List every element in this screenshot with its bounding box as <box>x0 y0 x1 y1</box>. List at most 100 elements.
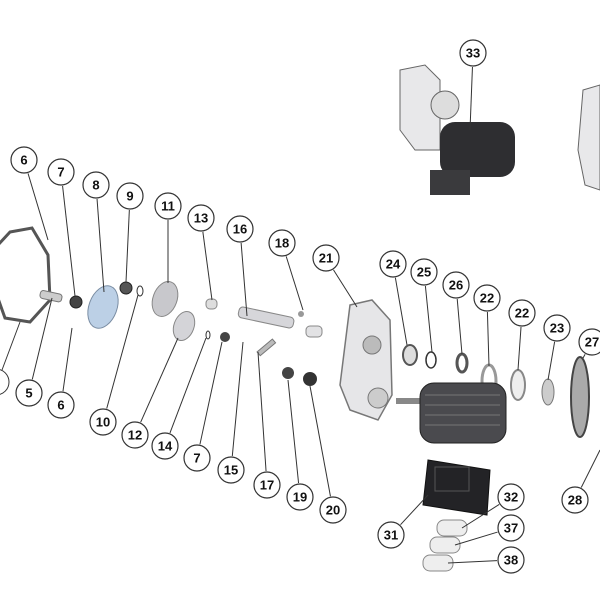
leader-line <box>333 269 358 308</box>
callout-13: 13 <box>187 204 215 232</box>
callout-number: 27 <box>585 335 599 350</box>
leader-line <box>202 231 213 301</box>
callout-circle <box>187 204 215 232</box>
callout-37: 37 <box>497 514 525 542</box>
leader-line <box>62 327 73 392</box>
bushing-part <box>305 325 323 338</box>
leader-line <box>106 294 139 409</box>
callout-circle <box>47 391 75 419</box>
callout-number: 8 <box>92 178 99 193</box>
callout-17: 17 <box>253 471 281 499</box>
leader-line <box>394 277 408 346</box>
callout-number: 21 <box>319 251 333 266</box>
callout-22: 22 <box>508 299 536 327</box>
leader-line <box>31 297 53 380</box>
callout-8: 8 <box>82 171 110 199</box>
callout-21: 21 <box>312 244 340 272</box>
callout-circle <box>226 215 254 243</box>
callout-number: 32 <box>504 490 518 505</box>
leader-line <box>456 298 463 355</box>
ring-part <box>425 351 437 369</box>
callout-circle <box>253 471 281 499</box>
callout-number: 10 <box>96 415 110 430</box>
callout-19: 19 <box>286 483 314 511</box>
callout-circle <box>497 546 525 574</box>
callout-number: 24 <box>386 257 401 272</box>
housing-bore <box>367 387 389 409</box>
callout-circle <box>497 514 525 542</box>
callout-5: 5 <box>15 379 43 407</box>
callout-circle <box>410 258 438 286</box>
disc-part <box>570 356 590 438</box>
callout-circle <box>286 483 314 511</box>
callout-number: 18 <box>275 236 289 251</box>
leader-line <box>400 494 429 526</box>
callout-circle <box>497 483 525 511</box>
leader-line <box>287 379 300 484</box>
leader-line <box>257 351 267 472</box>
callout-circle <box>217 456 245 484</box>
motor-part <box>419 382 507 444</box>
bearing-part <box>69 295 83 309</box>
callout-10: 10 <box>89 408 117 436</box>
control-box-part <box>422 459 491 516</box>
callout-20: 20 <box>319 496 347 524</box>
callout-33: 33 <box>459 39 487 67</box>
leader-line <box>447 560 498 564</box>
gear-part <box>172 310 196 342</box>
callout-number: 7 <box>57 165 64 180</box>
callout-number: 20 <box>326 503 340 518</box>
callout-number: 33 <box>466 46 480 61</box>
callout-number: 9 <box>126 189 133 204</box>
bolt-part <box>256 338 277 357</box>
nut-part <box>298 311 304 317</box>
leader-line <box>424 285 433 353</box>
ring-part <box>510 369 526 401</box>
callout-31: 31 <box>377 521 405 549</box>
seal-part <box>455 352 469 374</box>
callout-circle <box>319 496 347 524</box>
callout-circle <box>459 39 487 67</box>
leader-line <box>240 242 248 317</box>
pin-part <box>39 290 63 303</box>
leader-line <box>486 311 490 367</box>
bearing-part <box>119 281 133 295</box>
assembled-motor <box>440 122 515 177</box>
callout-number: 5 <box>25 386 32 401</box>
callout-circle <box>47 158 75 186</box>
callout-6: 6 <box>47 391 75 419</box>
leader-line <box>231 341 244 457</box>
flange-part <box>541 378 555 406</box>
pulley-part-blue <box>87 285 119 329</box>
callout-9: 9 <box>116 182 144 210</box>
callout-circle <box>151 432 179 460</box>
callout-7: 7 <box>183 444 211 472</box>
leader-line <box>517 326 522 371</box>
callout-circle <box>116 182 144 210</box>
leader-line <box>461 504 500 529</box>
gasket-part <box>0 226 52 324</box>
callout-14: 14 <box>151 432 179 460</box>
bearing-part <box>282 367 294 379</box>
callout-16: 16 <box>226 215 254 243</box>
callout-27: 27 <box>578 328 600 356</box>
callout-number: 6 <box>57 398 64 413</box>
callout-number: 7 <box>193 451 200 466</box>
bearing-part <box>220 332 230 342</box>
leader-line <box>547 341 556 381</box>
callout-circle <box>89 408 117 436</box>
callout-number: 26 <box>449 278 463 293</box>
ring-part <box>205 330 211 340</box>
callout-number: 38 <box>504 553 518 568</box>
shaft-part <box>237 306 295 329</box>
callout-circle <box>561 486 589 514</box>
callout-24: 24 <box>379 250 407 278</box>
callout-circle <box>508 299 536 327</box>
callout-number: 14 <box>158 439 173 454</box>
callout-number: 23 <box>550 321 564 336</box>
callout-32: 32 <box>497 483 525 511</box>
callout-number: 22 <box>515 306 529 321</box>
